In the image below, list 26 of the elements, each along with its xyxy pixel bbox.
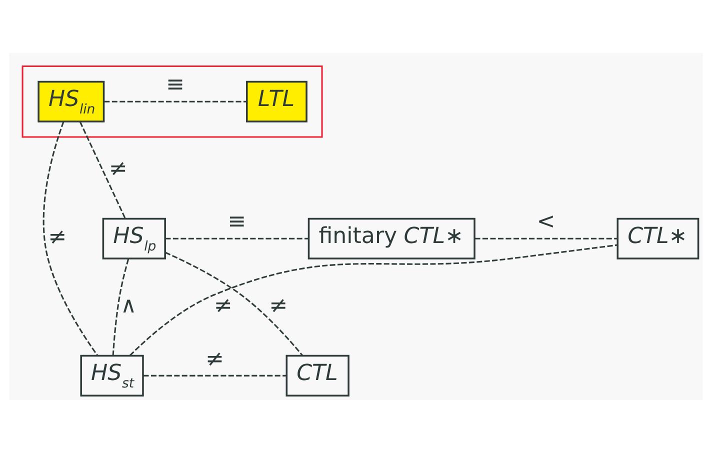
node-box: CTL∗ bbox=[616, 218, 699, 260]
connector bbox=[112, 258, 129, 356]
node-box: CTL bbox=[285, 354, 349, 396]
edge-label: ≠ bbox=[48, 224, 66, 250]
edge-label: ≠ bbox=[213, 292, 232, 319]
connector bbox=[128, 244, 618, 356]
node-box: finitary CTL∗ bbox=[307, 218, 475, 260]
connector bbox=[142, 374, 286, 376]
connector bbox=[474, 238, 617, 240]
node-box: HS$_{lin}$ bbox=[37, 80, 104, 122]
cluster bbox=[21, 65, 322, 138]
connector bbox=[42, 121, 98, 356]
edge-label: ≠ bbox=[108, 156, 127, 182]
edge-label: < bbox=[536, 208, 555, 235]
node-box: HS$_{st}$ bbox=[80, 354, 144, 396]
node-box: LTL bbox=[245, 80, 307, 122]
connector bbox=[164, 252, 303, 356]
connector bbox=[164, 238, 308, 240]
edge-label: ≡ bbox=[227, 208, 246, 235]
edge-label: ≠ bbox=[268, 292, 288, 319]
edge-label: ≠ bbox=[205, 346, 224, 372]
edge-label: ∧ bbox=[120, 292, 136, 319]
connector bbox=[104, 100, 246, 102]
edge-label: ≡ bbox=[166, 72, 184, 98]
node-box: HS$_{lp}$ bbox=[102, 218, 166, 260]
connector bbox=[78, 121, 126, 219]
